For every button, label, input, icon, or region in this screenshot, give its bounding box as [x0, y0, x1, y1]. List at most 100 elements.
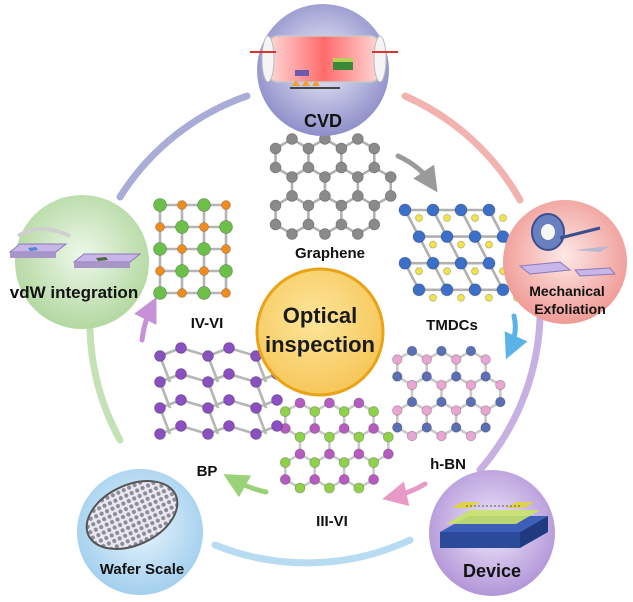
cvd-node: CVD	[250, 4, 398, 136]
lattice-atom	[324, 431, 335, 443]
lattice-atom	[250, 402, 262, 414]
lattice-atom	[382, 448, 394, 460]
lattice-atom	[351, 133, 364, 145]
lattice-atom	[480, 405, 491, 416]
lattice-atom	[421, 371, 432, 382]
device-node: Device	[429, 470, 555, 596]
center-label-line1: Optical	[283, 303, 358, 328]
lattice-atom	[450, 371, 462, 382]
lattice-atom	[412, 283, 426, 297]
bp-lattice	[154, 342, 283, 440]
lattice-atom	[319, 228, 331, 240]
lattice-atom	[429, 293, 437, 302]
arrow-hbn-to-iiivi	[382, 481, 428, 506]
lattice-atom	[450, 405, 462, 416]
lattice-atom	[279, 474, 291, 485]
lattice-atom	[480, 354, 491, 365]
vdw-transfer-icon	[8, 227, 142, 268]
lattice-atom	[398, 256, 412, 270]
lattice-atom	[294, 397, 306, 409]
lattice-atom	[353, 448, 365, 460]
lattice-atom	[443, 214, 451, 222]
arrow-bp-to-ivvi	[134, 297, 157, 343]
lattice-atom	[353, 482, 365, 494]
lattice-atom	[443, 267, 451, 276]
lattice-atom	[454, 203, 468, 217]
lattice-atom	[436, 379, 447, 391]
lattice-atom	[412, 230, 426, 244]
lattice-atom	[175, 394, 187, 406]
lattice-atom	[221, 288, 231, 298]
lattice-atom	[468, 230, 482, 244]
lattice-atom	[219, 264, 233, 278]
lattice-atom	[384, 190, 397, 202]
lattice-atom	[482, 203, 496, 217]
lattice-atom	[429, 240, 437, 249]
lattice-atom	[335, 161, 348, 174]
lattice-atom	[406, 379, 418, 391]
lattice-atom	[392, 422, 403, 433]
lattice-atom	[468, 283, 482, 297]
lattice-atom	[440, 283, 454, 297]
lattice-atom	[153, 242, 167, 256]
lattice-atom	[384, 171, 397, 183]
lattice-atom	[223, 342, 235, 354]
lattice-atom	[199, 222, 209, 232]
cvd-furnace-tube-icon	[250, 35, 398, 89]
lattice-atom	[302, 161, 315, 174]
vdw-label: vdW integration	[10, 283, 138, 302]
lattice-atom	[324, 448, 335, 460]
lattice-atom	[335, 142, 348, 155]
lattice-atom	[202, 402, 214, 414]
bp-label: BP	[197, 463, 218, 480]
lattice-atom	[319, 171, 331, 183]
vdw-node: vdW integration	[8, 195, 149, 329]
lattice-atom	[421, 405, 432, 416]
substrate-flake-icon	[518, 261, 617, 277]
lattice-atom	[202, 428, 214, 440]
lattice-atom	[406, 396, 418, 408]
lattice-atom	[454, 256, 468, 270]
lattice-atom	[421, 422, 432, 433]
lattice-atom	[223, 394, 235, 406]
lattice-atom	[175, 420, 187, 432]
lattice-atom	[368, 457, 380, 468]
lattice-atom	[426, 203, 440, 217]
inner-arrows	[134, 153, 528, 506]
lattice-atom	[485, 240, 493, 249]
lattice-atom	[154, 428, 166, 440]
lattice-atom	[450, 422, 462, 433]
lattice-atom	[335, 199, 348, 212]
lattice-atom	[279, 406, 291, 417]
lattice-atom	[496, 283, 510, 297]
lattice-atom	[406, 430, 418, 442]
lattice-atom	[398, 203, 412, 217]
tmdcs-label: TMDCs	[426, 317, 478, 334]
lattice-atom	[499, 214, 507, 222]
device-label: Device	[463, 561, 521, 581]
lattice-atom	[368, 161, 381, 174]
iv-vi-lattice	[153, 198, 233, 300]
lattice-atom	[338, 406, 350, 417]
lattice-atom	[471, 214, 479, 222]
lattice-atom	[440, 230, 454, 244]
lattice-atom	[368, 423, 380, 434]
lattice-atom	[155, 222, 165, 232]
lattice-atom	[324, 397, 335, 409]
lattice-atom	[415, 214, 423, 222]
lattice-atom	[335, 218, 348, 231]
lattice-atom	[294, 431, 306, 443]
lattice-atom	[286, 190, 298, 202]
lattice-atom	[495, 396, 506, 408]
lattice-atom	[415, 267, 423, 276]
lattice-atom	[155, 266, 165, 276]
ivvi-label: IV-VI	[191, 315, 224, 332]
lattice-atom	[221, 200, 231, 210]
lattice-atom	[199, 266, 209, 276]
lattice-atom	[495, 379, 506, 391]
lattice-atom	[471, 267, 479, 276]
outer-cycle-ring	[86, 92, 544, 567]
lattice-atom	[324, 482, 335, 494]
lattice-atom	[351, 228, 364, 240]
